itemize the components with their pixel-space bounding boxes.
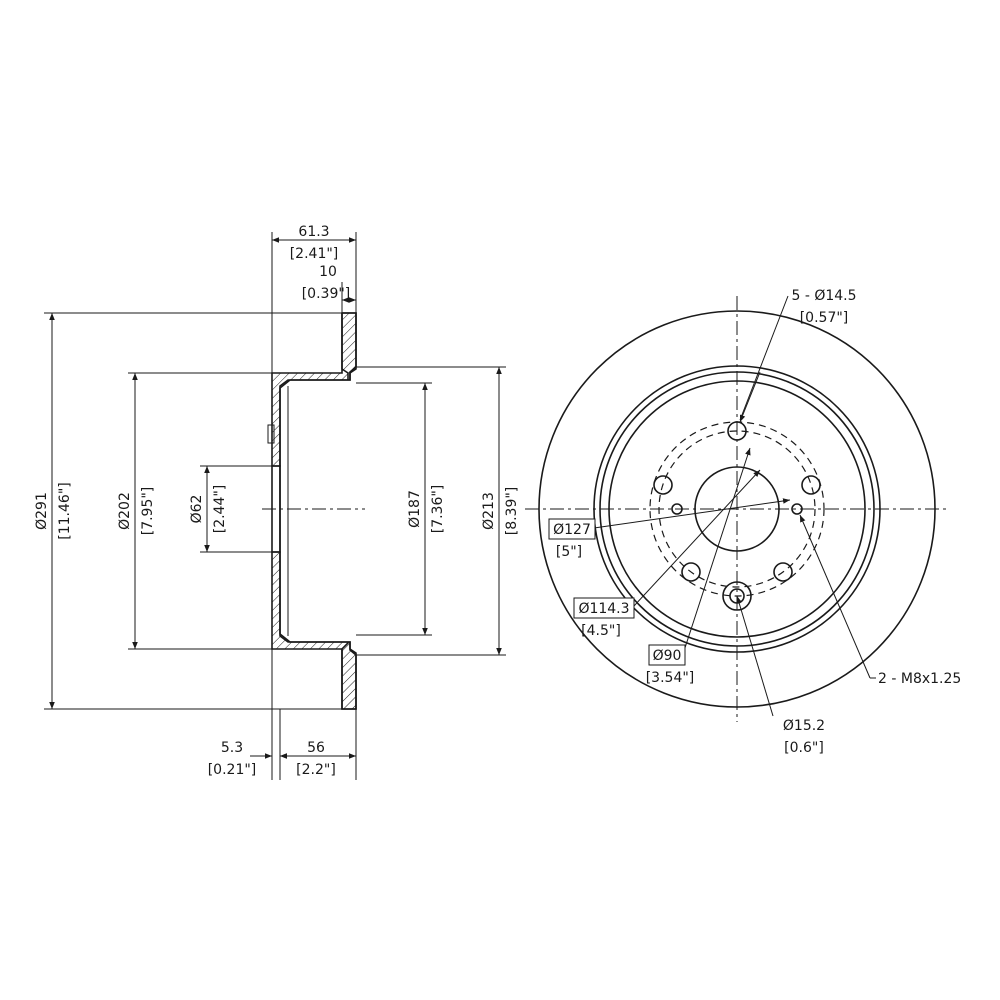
label-inner-friction: Ø213 xyxy=(481,492,497,530)
label-hat-outer-in: [7.95"] xyxy=(140,487,156,536)
lug-hole xyxy=(773,562,793,582)
lug-hole xyxy=(681,562,701,582)
side-section-view: 61.3 [2.41"] 10 [0.39"] Ø291 [11.46"] Ø2… xyxy=(34,224,520,780)
label-hat-face-in: [0.21"] xyxy=(208,762,257,778)
label-hat-outer: Ø202 xyxy=(117,492,133,530)
label-total-width-in: [2.41"] xyxy=(290,246,339,262)
label-outer-diameter-in: [11.46"] xyxy=(57,482,73,539)
label-center-bore: Ø62 xyxy=(189,495,205,524)
section-upper-ring xyxy=(271,312,357,467)
leader-bore-90 xyxy=(682,447,751,655)
label-outer-diameter: Ø291 xyxy=(34,492,50,530)
box-bore-90 xyxy=(648,644,686,666)
label-rotor-thickness: 10 xyxy=(319,264,337,280)
lug-hole xyxy=(653,475,673,495)
box-pcd-127 xyxy=(548,518,596,540)
leader-lug-arrow xyxy=(739,371,761,423)
label-bore-90-in: [3.54"] xyxy=(646,670,695,686)
lug-hole xyxy=(801,475,821,495)
label-thread: 2 - M8x1.25 xyxy=(878,671,961,687)
label-bore-90: Ø90 xyxy=(653,648,682,664)
label-pilot-in: [0.6"] xyxy=(784,740,824,756)
label-pcd-114: Ø114.3 xyxy=(578,601,629,617)
leader-pilot xyxy=(736,595,774,717)
leader-pcd-127 xyxy=(593,498,791,529)
label-hat-face: 5.3 xyxy=(221,740,243,756)
label-hat-height: 56 xyxy=(307,740,325,756)
leader-lug-holes xyxy=(739,295,789,421)
label-pcd-114-in: [4.5"] xyxy=(581,623,621,639)
label-hat-inner-in: [7.36"] xyxy=(430,485,446,534)
label-center-bore-in: [2.44"] xyxy=(212,485,228,534)
label-pilot: Ø15.2 xyxy=(783,718,825,734)
label-rotor-thickness-in: [0.39"] xyxy=(302,286,351,302)
label-pcd-127-in: [5"] xyxy=(556,544,582,560)
label-lug-holes: 5 - Ø14.5 xyxy=(791,288,856,304)
label-inner-friction-in: [8.39"] xyxy=(504,487,520,536)
label-total-width: 61.3 xyxy=(298,224,329,240)
stud-marker xyxy=(267,424,275,444)
label-lug-holes-in: [0.57"] xyxy=(800,310,849,326)
leader-pcd-114 xyxy=(633,469,761,607)
label-hat-height-in: [2.2"] xyxy=(296,762,336,778)
leader-thread xyxy=(799,514,871,679)
front-view: 5 - Ø14.5 [0.57"] Ø127 [5"] Ø114.3 [4.5"… xyxy=(525,288,961,756)
section-lower-ring xyxy=(271,551,357,710)
label-pcd-127: Ø127 xyxy=(553,522,591,538)
label-hat-inner: Ø187 xyxy=(407,490,423,528)
box-pcd-114 xyxy=(573,597,635,619)
